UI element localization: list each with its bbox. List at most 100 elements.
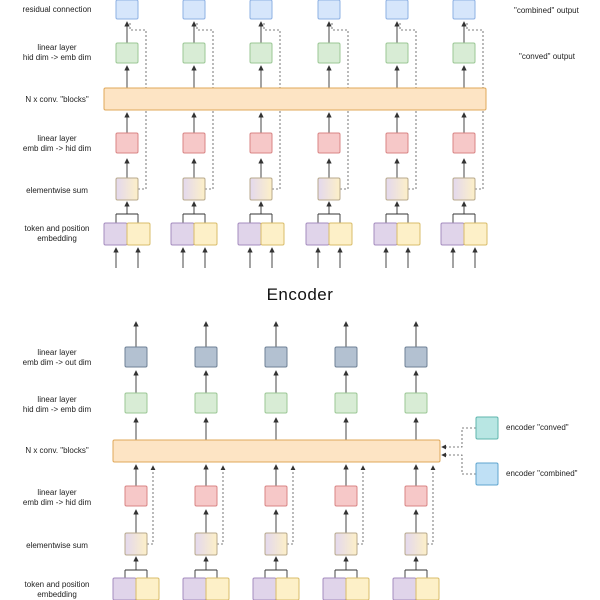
enc-linear-out-node [452,42,476,64]
enc-linear-out-node [317,42,341,64]
dec-linear-in-node [404,485,428,507]
dec-linear-final-node [124,346,148,368]
dec-label-blocks: N x conv. "blocks" [25,446,89,455]
enc-position-embedding [463,222,488,246]
dec-token-embedding [392,577,417,600]
dec-conved-dashed [441,427,476,450]
enc-residual-node [115,0,139,20]
enc-label-blocks: N x conv. "blocks" [25,95,89,104]
dec-residual-dashed [427,465,436,545]
enc-sum-node [182,177,206,201]
enc-sum-node [249,177,273,201]
dec-blocks-bar [112,439,441,463]
enc-residual-dashed [399,22,417,190]
dec-linear-final-node [264,346,288,368]
enc-residual-dashed [129,22,147,190]
enc-token-embedding [373,222,398,246]
enc-residual-dashed [263,22,281,190]
dec-position-embedding [135,577,160,600]
enc-linear-in-node [249,132,273,154]
enc-linear-in-node [115,132,139,154]
dec-linear-out-node [264,392,288,414]
enc-linear-out-node [385,42,409,64]
enc-residual-node [452,0,476,20]
dec-linear-final-node [194,346,218,368]
dec-position-embedding [205,577,230,600]
dec-sum-node [264,532,288,556]
enc-label-linear-out: linear layer hid dim -> emb dim [22,43,92,62]
dec-residual-dashed [357,465,366,545]
dec-residual-dashed [217,465,226,545]
enc-sum-node [115,177,139,201]
dec-label-sum: elementwise sum [26,541,88,550]
dec-linear-final-node [404,346,428,368]
enc-blocks-bar [103,87,487,111]
dec-linear-out-node [334,392,358,414]
enc-residual-dashed [331,22,349,190]
enc-sum-node [385,177,409,201]
enc-linear-out-node [115,42,139,64]
enc-token-embedding [237,222,262,246]
enc-residual-node [317,0,341,20]
enc-position-embedding [396,222,421,246]
dec-residual-dashed [147,465,156,545]
enc-linear-in-node [317,132,341,154]
dec-combined-dashed [441,452,476,475]
dec-input-combined: encoder "combined" [506,469,578,478]
dec-sum-node [334,532,358,556]
dec-position-embedding [345,577,370,600]
enc-linear-out-node [249,42,273,64]
enc-position-embedding [193,222,218,246]
dec-linear-in-node [194,485,218,507]
dec-linear-final-node [334,346,358,368]
enc-residual-node [249,0,273,20]
edges-layer [113,21,484,578]
enc-label-residual: residual connection [22,5,92,14]
enc-token-embedding [170,222,195,246]
dec-token-embedding [182,577,207,600]
dec-token-embedding [322,577,347,600]
enc-label-sum: elementwise sum [26,186,88,195]
dec-position-embedding [415,577,440,600]
dec-sum-node [404,532,428,556]
enc-token-embedding [103,222,128,246]
enc-linear-in-node [385,132,409,154]
dec-residual-dashed [287,465,296,545]
enc-linear-in-node [182,132,206,154]
enc-token-embedding [305,222,330,246]
enc-residual-node [182,0,206,20]
enc-position-embedding [260,222,285,246]
enc-sum-node [317,177,341,201]
dec-label-linear-in: linear layer emb dim -> hid dim [22,488,92,507]
dec-linear-out-node [124,392,148,414]
enc-label-embedding: token and position embedding [24,224,90,243]
dec-linear-in-node [334,485,358,507]
enc-linear-out-node [182,42,206,64]
enc-position-embedding [328,222,353,246]
enc-output-conved: "conved" output [519,52,575,61]
dec-linear-in-node [124,485,148,507]
enc-linear-in-node [452,132,476,154]
enc-output-combined: "combined" output [514,6,579,15]
enc-token-embedding [440,222,465,246]
nodes-layer [103,0,499,600]
dec-sum-node [124,532,148,556]
enc-label-linear-in: linear layer emb dim -> hid dim [22,134,92,153]
enc-residual-dashed [466,22,484,190]
dec-input-conved: encoder "conved" [506,423,569,432]
dec-position-embedding [275,577,300,600]
enc-residual-dashed [196,22,214,190]
dec-label-linear-final: linear layer emb dim -> out dim [22,348,92,367]
dec-sum-node [194,532,218,556]
enc-position-embedding [126,222,151,246]
dec-encoder-combined-node [475,462,499,486]
dec-token-embedding [112,577,137,600]
dec-token-embedding [252,577,277,600]
dec-label-embedding: token and position embedding [24,580,90,599]
dec-linear-in-node [264,485,288,507]
enc-residual-node [385,0,409,20]
enc-sum-node [452,177,476,201]
dec-linear-out-node [404,392,428,414]
dec-encoder-conved-node [475,416,499,440]
